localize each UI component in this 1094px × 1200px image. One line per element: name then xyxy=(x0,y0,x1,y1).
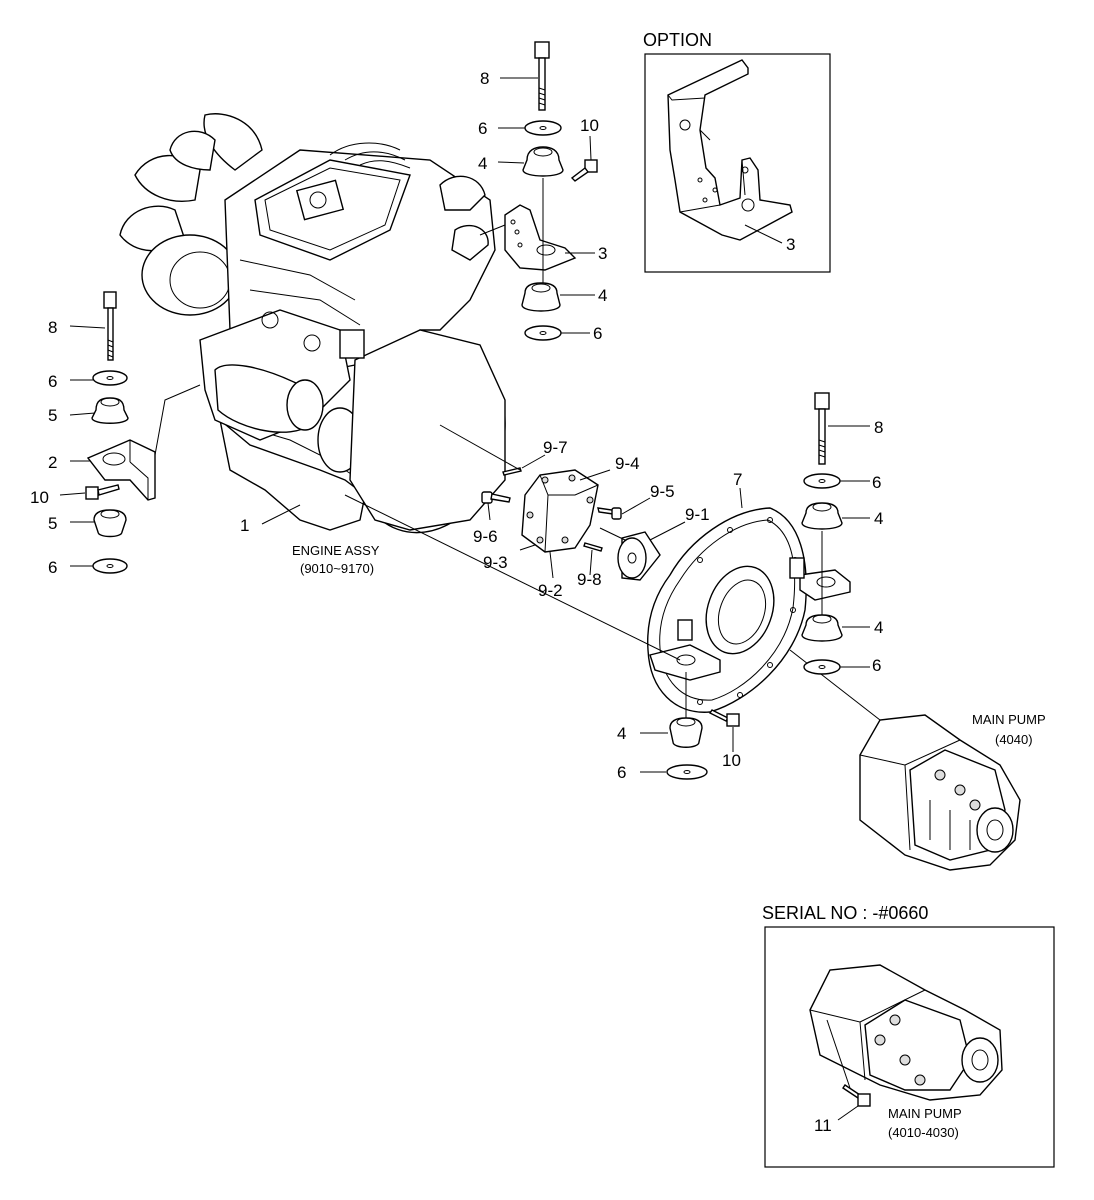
right-mount-stack xyxy=(801,392,870,675)
top-mount-stack xyxy=(479,41,598,341)
left-washer xyxy=(92,370,128,386)
bottom-mount-stack xyxy=(640,672,740,780)
serial-pump-label-line2: (4010-4030) xyxy=(888,1125,959,1140)
top-mount xyxy=(522,146,564,177)
left-bolt xyxy=(103,291,117,361)
callout-9-3: 9-3 xyxy=(483,553,508,572)
top-bracket xyxy=(504,204,577,271)
main-pump-label-line2: (4040) xyxy=(995,732,1033,747)
option-title: OPTION xyxy=(643,30,712,50)
top-washer xyxy=(524,120,562,136)
callout-9-1: 9-1 xyxy=(685,505,710,524)
left-washer-lower xyxy=(92,558,128,574)
bottom-washer xyxy=(666,764,708,780)
serial-title: SERIAL NO : -#0660 xyxy=(762,903,928,923)
coupling-body xyxy=(521,469,599,553)
right-bolt xyxy=(814,392,830,465)
engine-label-line1: ENGINE ASSY xyxy=(292,543,380,558)
callout-left-bracket: 2 xyxy=(48,453,57,472)
callout-left-washer-lower: 6 xyxy=(48,558,57,577)
callout-9-5: 9-5 xyxy=(650,482,675,501)
option-bracket-illustration xyxy=(667,59,793,241)
serial-bolt xyxy=(842,1084,871,1107)
pump-housing xyxy=(647,487,851,713)
callout-9-6: 9-6 xyxy=(473,527,498,546)
right-mount-lower xyxy=(801,614,843,642)
left-bolt10 xyxy=(85,484,120,500)
top-bolt10 xyxy=(570,159,598,182)
top-washer-lower xyxy=(524,325,562,341)
serial-callout-11: 11 xyxy=(814,1116,832,1135)
left-mount-stack xyxy=(59,291,201,574)
callout-9-2: 9-2 xyxy=(538,581,563,600)
serial-pump-label-line1: MAIN PUMP xyxy=(888,1106,962,1121)
serial-pump-illustration xyxy=(809,964,1003,1101)
top-bolt xyxy=(534,41,550,111)
top-mount-lower xyxy=(521,282,561,312)
option-callout-3: 3 xyxy=(786,235,795,254)
main-pump-illustration xyxy=(859,714,1021,871)
right-mount xyxy=(801,502,843,530)
callout-right-mount: 4 xyxy=(874,509,883,528)
left-mount-lower xyxy=(93,509,127,538)
right-washer-lower xyxy=(803,659,841,675)
callout-left-mount-lower: 5 xyxy=(48,514,57,533)
left-bracket xyxy=(86,439,156,501)
serial-box: SERIAL NO : -#0660 11 MAIN PUMP (4010-40… xyxy=(762,903,1055,1168)
coupling-assembly xyxy=(439,424,686,581)
bolt-9-5 xyxy=(597,507,622,520)
callout-right-mount-lower: 4 xyxy=(874,618,883,637)
callout-bottom-bolt10: 10 xyxy=(722,751,741,770)
callout-bottom-mount: 4 xyxy=(617,724,626,743)
callout-right-washer: 6 xyxy=(872,473,881,492)
callout-top-mount-lower: 4 xyxy=(598,286,607,305)
callout-left-bolt: 8 xyxy=(48,318,57,337)
hub-9-1 xyxy=(617,531,661,581)
callout-top-bolt: 8 xyxy=(480,69,489,88)
callout-engine: 1 xyxy=(240,516,249,535)
serial-frame xyxy=(764,926,1055,1168)
callout-right-washer-lower: 6 xyxy=(872,656,881,675)
engine-illustration xyxy=(119,113,506,534)
callout-left-bolt10: 10 xyxy=(30,488,49,507)
option-frame xyxy=(644,53,831,273)
callout-left-washer: 6 xyxy=(48,372,57,391)
callout-right-bolt: 8 xyxy=(874,418,883,437)
option-box: OPTION 3 xyxy=(643,30,831,273)
callout-top-washer: 6 xyxy=(478,119,487,138)
engine-label-line2: (9010~9170) xyxy=(300,561,374,576)
option-leader xyxy=(744,224,783,244)
right-washer xyxy=(803,473,841,489)
pin-9-8 xyxy=(583,542,603,552)
callout-9-4: 9-4 xyxy=(615,454,640,473)
bolt-9-6 xyxy=(481,491,511,504)
callout-9-7: 9-7 xyxy=(543,438,568,457)
callout-bottom-washer: 6 xyxy=(617,763,626,782)
callout-top-washer-lower: 6 xyxy=(593,324,602,343)
callout-housing: 7 xyxy=(733,470,742,489)
callout-top-bracket: 3 xyxy=(598,244,607,263)
left-mount xyxy=(91,397,129,424)
callout-top-mount: 4 xyxy=(478,154,487,173)
pin-9-7 xyxy=(502,467,522,476)
callout-9-8: 9-8 xyxy=(577,570,602,589)
callout-left-mount: 5 xyxy=(48,406,57,425)
bottom-bolt10 xyxy=(708,709,740,727)
main-pump-label-line1: MAIN PUMP xyxy=(972,712,1046,727)
bottom-mount xyxy=(669,717,703,748)
callout-top-bolt10: 10 xyxy=(580,116,599,135)
